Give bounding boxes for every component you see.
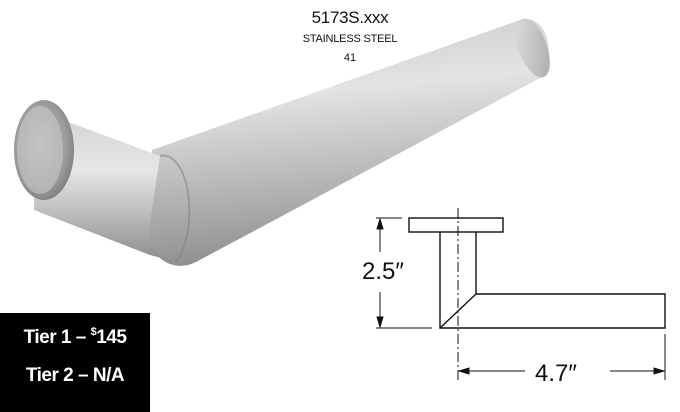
pricing-badge: Tier 1 – $145 Tier 2 – N/A [0,313,150,412]
width-dimension-label: 4.7″ [535,360,577,387]
tier1-amount: 145 [96,327,127,348]
finish-code: 41 [343,52,357,64]
currency-symbol: $ [90,326,97,338]
lever-outline [439,232,666,329]
tier1-label: Tier 1 – [23,327,91,348]
rose-outline [408,217,504,233]
material-label: STAINLESS STEEL [302,33,398,45]
product-info: 5173S.xxx STAINLESS STEEL 41 [250,8,450,66]
tier2-price: Tier 2 – N/A [25,365,125,386]
height-dimension-label: 2.5″ [362,258,404,285]
tier1-price: Tier 1 – $145 [0,326,150,349]
model-number: 5173S.xxx [311,8,389,27]
